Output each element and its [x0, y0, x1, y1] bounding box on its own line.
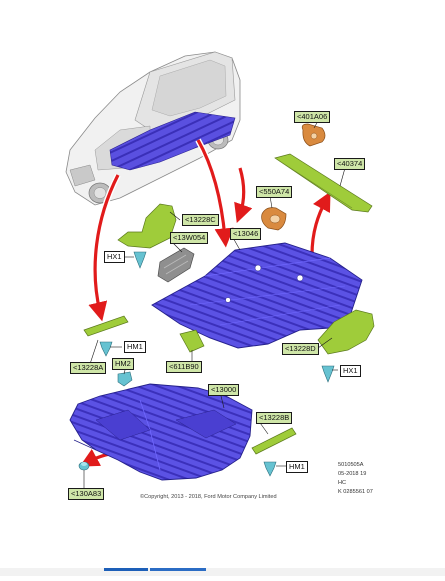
callout-13228d: <13228D [282, 343, 319, 355]
callout-13228c: <13228C [182, 214, 219, 226]
small-green-trim [179, 329, 205, 353]
info-line-3: HC [338, 480, 347, 486]
left-sill-strip [83, 315, 129, 337]
callout-13228b: <13228B [256, 412, 293, 424]
clip-hx1-right [321, 365, 335, 383]
arrow-to-rear-sill [310, 191, 331, 256]
callout-130a83: <130A83 [68, 488, 105, 500]
copyright-notice: ©Copyright, 2013 - 2018, Ford Motor Comp… [140, 494, 277, 500]
callout-611b90: <611B90 [166, 361, 202, 373]
callout-13046: <13046 [230, 228, 262, 240]
left-sill-trim-upper [117, 203, 177, 249]
clip-hx1-left [133, 251, 147, 269]
callout-401a06: <401A06 [294, 111, 331, 123]
callout-hx1-right: HX1 [340, 365, 361, 377]
right-sill-trim [317, 309, 375, 355]
drain-plug [78, 461, 90, 471]
callout-hx1-left: HX1 [104, 251, 125, 263]
callout-13000: <13000 [208, 384, 240, 396]
clip-hm1-left [99, 341, 113, 357]
clip-hm1-right [263, 461, 277, 477]
strip-tab-1 [104, 568, 148, 571]
callout-hm2: HM2 [112, 358, 134, 370]
rear-sill-panel [274, 153, 373, 213]
callout-hm1-left: HM1 [124, 341, 146, 353]
callout-550a74: <550A74 [256, 186, 293, 198]
right-sill-strip [251, 427, 297, 455]
front-floor-covering [69, 383, 253, 481]
kick-plate [157, 247, 195, 283]
orange-bracket-mid [261, 207, 287, 231]
arrow-to-clip [234, 167, 253, 224]
info-line-2: 05-2018 19 [338, 471, 367, 477]
callout-13w054: <13W054 [170, 232, 209, 244]
callout-13228a: <13228A [70, 362, 107, 374]
callout-40374: <40374 [334, 158, 366, 170]
bottom-strip [0, 568, 445, 576]
info-line-1: 5010505A [338, 462, 364, 468]
strip-tab-2 [150, 568, 206, 571]
clip-hm2 [117, 371, 133, 387]
orange-bracket-top [301, 123, 326, 147]
callout-hm1-right: HM1 [286, 461, 308, 473]
arrow-to-floor-panel [196, 139, 234, 248]
arrow-to-front-panels [88, 174, 120, 322]
info-line-4: K 0285561 07 [338, 489, 373, 495]
